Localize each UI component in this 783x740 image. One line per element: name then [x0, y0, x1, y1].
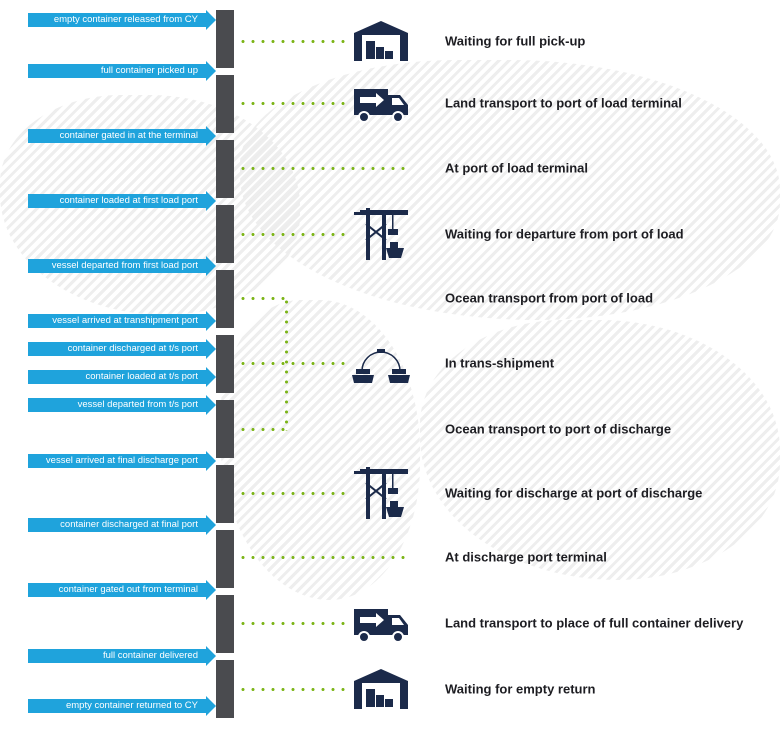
timeline-segment	[216, 140, 234, 198]
crane-icon	[352, 204, 410, 264]
stage-label: Waiting for full pick-up	[445, 33, 586, 49]
stage-label: In trans-shipment	[445, 355, 555, 371]
stage-label: Land transport to port of load terminal	[445, 95, 682, 111]
event-arrow-5: vessel departed from first load port	[28, 256, 216, 276]
world-map-background	[420, 320, 780, 580]
event-arrow-10: vessel arrived at final discharge port	[28, 451, 216, 471]
timeline-segment	[216, 465, 234, 523]
timeline-segment	[216, 595, 234, 653]
timeline-segment	[216, 660, 234, 718]
event-arrow-4: container loaded at first load port	[28, 191, 216, 211]
event-arrow-6: vessel arrived at transhipment port	[28, 311, 216, 331]
event-arrow-3: container gated in at the terminal	[28, 126, 216, 146]
event-arrow-13: full container delivered	[28, 646, 216, 666]
connector-dots	[238, 102, 345, 105]
connector-dots	[238, 622, 345, 625]
event-arrow-8: container loaded at t/s port	[28, 367, 216, 387]
stage-label: Ocean transport to port of discharge	[445, 421, 672, 437]
connector-dots	[238, 362, 350, 365]
connector-dots	[238, 428, 288, 431]
truck-icon	[352, 601, 410, 645]
stage-label: Ocean transport from port of load	[445, 290, 654, 306]
event-arrow-9: vessel departed from t/s port	[28, 395, 216, 415]
event-arrow-2: full container picked up	[28, 61, 216, 81]
timeline-segment	[216, 335, 234, 393]
stage-label: Waiting for discharge at port of dischar…	[445, 485, 703, 501]
connector-dots	[238, 167, 410, 170]
stage-label: Waiting for empty return	[445, 681, 596, 697]
timeline-segment	[216, 270, 234, 328]
warehouse-icon	[352, 19, 410, 63]
truck-icon	[352, 81, 410, 125]
connector-dots	[238, 233, 345, 236]
timeline-segment	[216, 205, 234, 263]
transshipment-icon	[352, 341, 410, 385]
stage-label: Waiting for departure from port of load	[445, 226, 684, 242]
event-arrow-14: empty container returned to CY	[28, 696, 216, 716]
stage-label: At discharge port terminal	[445, 549, 607, 565]
timeline-segment	[216, 75, 234, 133]
crane-icon	[352, 463, 410, 523]
stage-label: At port of load terminal	[445, 160, 588, 176]
event-arrow-12: container gated out from terminal	[28, 580, 216, 600]
timeline-segment	[216, 400, 234, 458]
event-arrow-11: container discharged at final port	[28, 515, 216, 535]
timeline-segment	[216, 10, 234, 68]
connector-dots	[238, 40, 345, 43]
warehouse-icon	[352, 667, 410, 711]
world-map-background	[220, 300, 420, 600]
connector-dots	[238, 297, 288, 300]
timeline-segment	[216, 530, 234, 588]
event-arrow-7: container discharged at t/s port	[28, 339, 216, 359]
event-arrow-1: empty container released from CY	[28, 10, 216, 30]
connector-dots	[238, 556, 410, 559]
ocean-connector-dots	[285, 297, 288, 431]
stage-label: Land transport to place of full containe…	[445, 615, 744, 631]
connector-dots	[238, 688, 345, 691]
connector-dots	[238, 492, 345, 495]
